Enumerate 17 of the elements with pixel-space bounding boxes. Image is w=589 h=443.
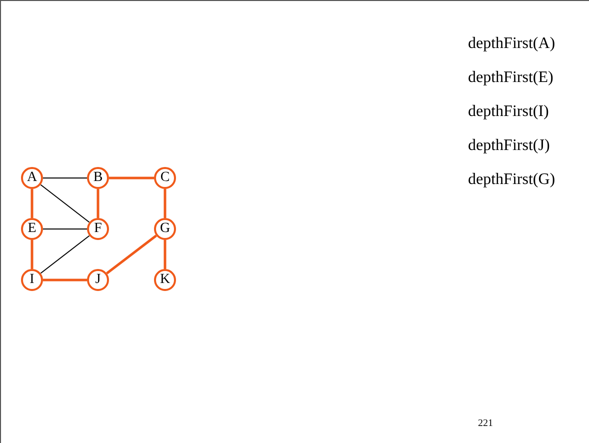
page-number: 221: [478, 417, 493, 431]
function-call-text: depthFirst(I): [468, 102, 550, 122]
graph-edge: [164, 189, 166, 218]
graph-edge: [96, 189, 100, 218]
graph-edge: [109, 176, 154, 180]
graph-edge: [43, 278, 87, 282]
function-call-text: depthFirst(J): [468, 136, 551, 156]
graph-edge: [164, 240, 166, 269]
function-call-text: depthFirst(G): [468, 170, 556, 190]
graph-edge: [42, 228, 88, 230]
graph-edge: [40, 184, 90, 223]
graph-edge: [30, 189, 34, 218]
graph-edge: [106, 234, 157, 274]
graph-edge: [30, 240, 34, 269]
function-call-text: depthFirst(A): [468, 34, 556, 54]
function-call-text: depthFirst(E): [468, 68, 554, 88]
graph-edge: [40, 235, 90, 274]
